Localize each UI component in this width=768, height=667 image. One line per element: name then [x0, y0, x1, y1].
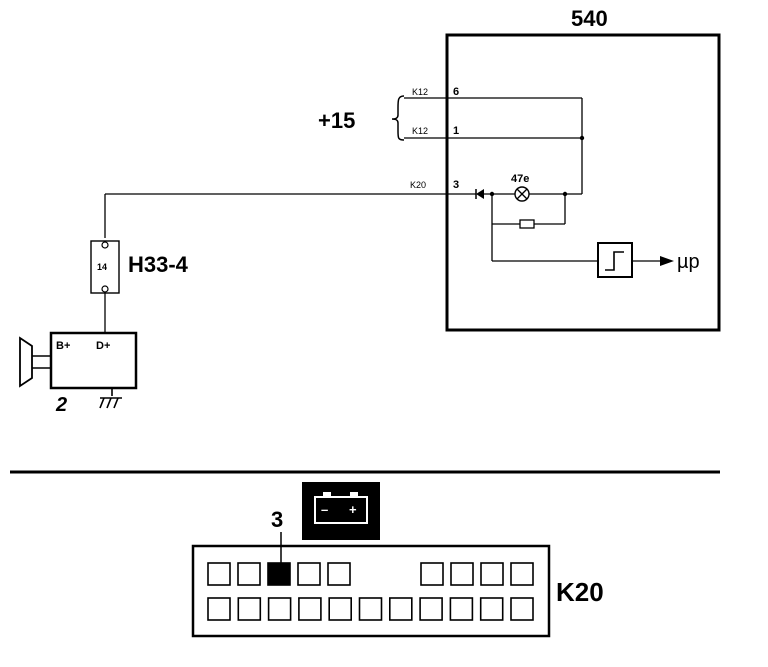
connector-pin — [237, 597, 262, 621]
pin-3-number: 3 — [453, 179, 459, 191]
module-label: 540 — [571, 6, 608, 31]
connector-pin — [450, 562, 474, 586]
splice-connector — [90, 240, 120, 294]
alternator-label: 2 — [55, 394, 67, 416]
alternator — [19, 331, 138, 409]
lamp-label: 47e — [511, 173, 529, 185]
charge-lamp-symbol — [514, 186, 530, 202]
connector-pin-highlighted — [267, 562, 291, 586]
pin-6-connector: K12 — [412, 87, 428, 97]
battery-plus-label: + — [349, 502, 357, 517]
connector-pin-label: 3 — [271, 507, 283, 532]
splice-label: H33-4 — [128, 252, 189, 277]
connector-pin — [449, 597, 474, 621]
external-wiring — [104, 193, 447, 333]
pin-1-number: 1 — [453, 125, 459, 137]
pin-3-connector: K20 — [410, 180, 426, 190]
ground-icon — [99, 388, 122, 409]
arrow-to-processor — [660, 256, 674, 266]
alternator-box — [49, 331, 138, 390]
pulley-icon — [19, 336, 33, 388]
control-module-box — [445, 33, 721, 332]
battery-icon — [302, 482, 380, 540]
junction-dot — [489, 191, 495, 197]
terminal-d-label: D+ — [96, 340, 110, 352]
connector-pin — [237, 562, 261, 586]
internal-wiring — [447, 97, 660, 262]
comparator-symbol — [597, 242, 633, 278]
connector-pin — [327, 562, 351, 586]
connector-pin — [298, 597, 322, 621]
connector-pin — [328, 597, 353, 621]
pin-1-connector: K12 — [412, 126, 428, 136]
connector-pin — [207, 597, 231, 621]
connector-pin — [510, 597, 534, 621]
resistor-symbol — [519, 219, 535, 229]
pin-6-number: 6 — [453, 86, 459, 98]
connector-pin-grid — [207, 562, 534, 621]
connector-k20-body — [191, 544, 551, 638]
connector-pin — [510, 562, 534, 586]
connector-pin — [480, 562, 504, 586]
junction-dot — [579, 135, 585, 141]
battery-minus-label: – — [321, 502, 328, 517]
control-module-540: 540 — [445, 6, 721, 332]
connector-pin — [207, 562, 231, 586]
connector-pin — [267, 597, 292, 621]
supply-brace — [391, 95, 405, 141]
terminal-b-label: B+ — [56, 340, 70, 352]
connector-pin — [479, 597, 504, 621]
junction-dot — [562, 191, 568, 197]
supply-label: +15 — [318, 108, 355, 133]
connector-pin — [388, 597, 413, 621]
connector-label: K20 — [556, 577, 604, 607]
connector-pin — [419, 597, 443, 621]
connector-pin — [420, 562, 444, 586]
processor-label: µp — [677, 251, 700, 273]
splice-number: 14 — [97, 262, 107, 272]
connector-pin — [297, 562, 321, 586]
supply-group: +15 — [318, 95, 405, 141]
connector-pin — [358, 597, 383, 621]
diode-symbol — [475, 189, 484, 199]
